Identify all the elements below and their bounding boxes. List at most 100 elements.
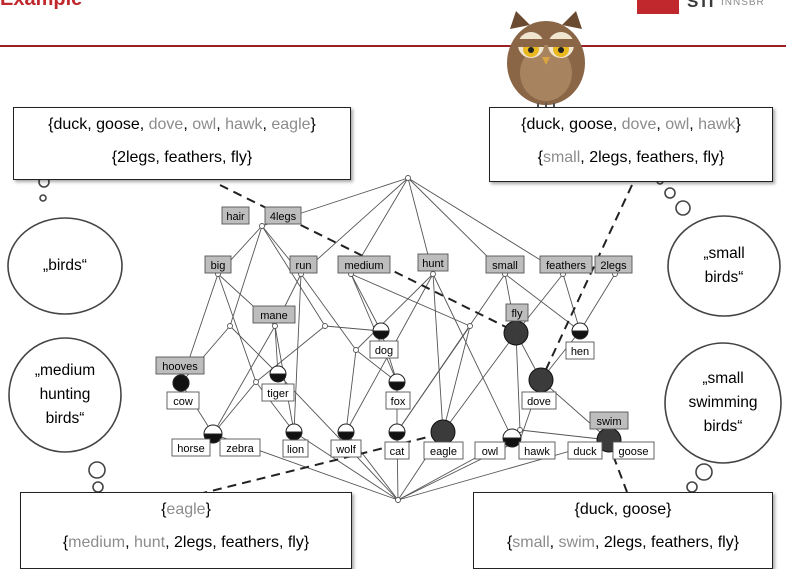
callout-bottom-right: {duck, goose} {small, swim, 2legs, feath…: [473, 492, 773, 569]
lattice-edge: [540, 379, 610, 441]
cloud-small-birds: [667, 215, 781, 317]
highlight-node: [528, 367, 554, 393]
object-label-dove-box: [521, 391, 557, 410]
object-label-lion: lion: [287, 444, 304, 456]
cloud-birds-line1: „birds“: [43, 257, 87, 274]
attribute-label-mane-box: [252, 305, 296, 324]
attribute-label-hooves: hooves: [162, 361, 198, 373]
callout-top-left-line2: {2legs, feathers, fly}: [14, 141, 350, 174]
object-label-tiger-box: [261, 383, 295, 402]
callout-text-segment: ,: [125, 534, 134, 551]
lattice-edge: [515, 273, 564, 334]
node-bottom-half: [571, 330, 589, 340]
lattice-edge: [515, 332, 521, 431]
callout-text-segment: hawk: [225, 116, 263, 133]
callout-text-segment: }: [310, 116, 316, 133]
object-label-cat: cat: [390, 446, 405, 458]
object-label-goose: goose: [619, 446, 649, 458]
callout-text-segment: {duck, goose}: [574, 501, 672, 518]
bubble-c1: [675, 200, 691, 216]
lattice-node: [259, 223, 265, 229]
cloud-shapes: [7, 176, 782, 503]
object-label-horse-box: [171, 438, 211, 457]
callout-bottom-left: {eagle} {medium, hunt, 2legs, feathers, …: [20, 492, 352, 569]
callout-top-right-line2: {small, 2legs, feathers, fly}: [490, 141, 772, 174]
lattice-edge: [229, 325, 279, 375]
attribute-label-medium: medium: [344, 260, 383, 272]
node-bottom-half: [285, 431, 303, 441]
cloud-birds: [7, 217, 123, 315]
attribute-label-feathers: feathers: [546, 260, 586, 272]
lattice-edge: [212, 381, 257, 435]
callout-text-segment: }: [735, 116, 741, 133]
lattice-edge: [432, 273, 444, 433]
node-top-half: [388, 423, 406, 433]
callout-bottom-left-line1: {eagle}: [21, 493, 351, 526]
attribute-label-hair: hair: [226, 211, 245, 223]
object-label-cow: cow: [173, 396, 193, 408]
lattice-edge: [293, 431, 399, 501]
node-bottom-half: [372, 330, 390, 340]
lattice-node: [395, 497, 401, 503]
callout-text-segment: , 2legs, feathers, fly}: [594, 534, 740, 551]
callout-text-segment: eagle: [271, 116, 311, 133]
callout-text-segment: {duck, goose,: [521, 116, 622, 133]
cloud-sb-line2: birds“: [704, 269, 744, 286]
callout-text-segment: , 2legs, feathers, fly}: [580, 149, 725, 166]
lattice-edge: [355, 349, 398, 383]
logo-mark-icon: [637, 0, 679, 14]
callout-text-segment: owl: [192, 116, 217, 133]
bubble-d1: [695, 463, 713, 481]
attribute-label-4legs-box: [264, 206, 302, 225]
callout-text-segment: {: [161, 501, 167, 518]
lattice-edge: [355, 273, 434, 351]
lattice-node: [405, 175, 411, 181]
bubble-c2: [664, 187, 676, 199]
cloud-mhb-line2: hunting: [39, 386, 91, 403]
lattice-node: [322, 323, 328, 329]
lattice-edge: [442, 332, 517, 433]
lattice-edge: [396, 325, 471, 433]
callout-top-right: {duck, goose, dove, owl, hawk} {small, 2…: [489, 107, 773, 182]
lattice-edge: [350, 273, 382, 332]
lattice-edge: [255, 325, 326, 383]
lattice-edge: [345, 349, 357, 433]
lattice-node: [253, 379, 259, 385]
cloud-mhb-line1: „medium: [34, 362, 96, 379]
callout-text-segment: ,: [689, 116, 699, 133]
object-label-goose-box: [612, 441, 655, 460]
callout-text-segment: small: [542, 149, 581, 166]
callout-top-right-line1: {duck, goose, dove, owl, hawk}: [490, 108, 772, 141]
node-top-half: [337, 423, 355, 433]
node-bottom-half: [502, 437, 522, 448]
lattice-edge: [261, 225, 326, 327]
object-label-zebra: zebra: [226, 443, 254, 455]
cloud-text-medium-hunting-birds: „medium hunting birds“: [15, 359, 115, 431]
node-top-half: [269, 365, 287, 375]
object-label-wolf-box: [330, 439, 362, 458]
lattice-node: [227, 323, 233, 329]
lattice-edge: [579, 273, 616, 332]
attribute-label-run-box: [289, 255, 318, 274]
callout-text-segment: swim: [558, 534, 595, 551]
node-top-half: [285, 423, 303, 433]
attribute-label-big: big: [211, 260, 226, 272]
callout-text-segment: hawk: [698, 116, 736, 133]
callout-bottom-right-line1: {duck, goose}: [474, 493, 772, 526]
callout-text-segment: {: [62, 534, 69, 551]
cloud-sb-line1: „small: [703, 245, 745, 262]
object-label-owl: owl: [482, 446, 499, 458]
attribute-label-fly-box: [505, 303, 529, 322]
logo-subtext: INNSBR: [721, 0, 765, 8]
cloud-ssb-line1: „small: [702, 370, 744, 387]
node-top-half: [571, 322, 589, 332]
attribute-label-swim: swim: [596, 416, 621, 428]
lattice-node: [272, 323, 278, 329]
attribute-label-hunt-box: [417, 253, 449, 272]
callout-text-segment: hunt: [133, 534, 166, 551]
slide-title: Example: [0, 0, 82, 11]
attribute-label-2legs-box: [594, 255, 633, 274]
cloud-mhb-line3: birds“: [45, 410, 85, 427]
object-label-hawk: hawk: [524, 446, 550, 458]
